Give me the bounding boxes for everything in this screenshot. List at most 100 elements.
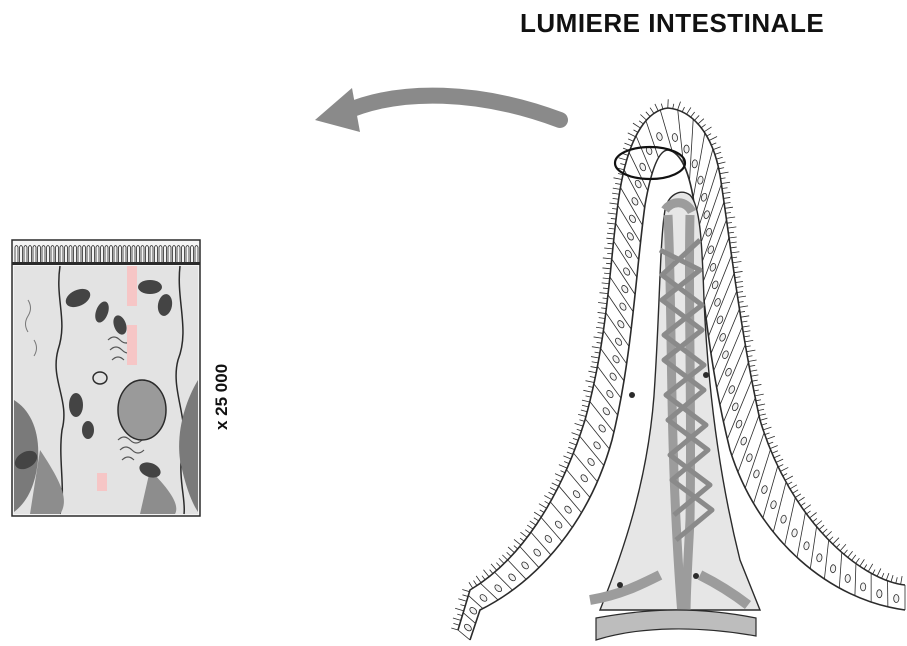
microvillus [604,273,610,274]
microvillus [544,496,551,500]
cell-nucleus [563,505,572,514]
microvillus [852,555,856,561]
microvillus [582,405,589,407]
microvillus [640,114,646,120]
microvillus [682,107,684,112]
microvillus [609,203,617,204]
cell-boundary [690,119,694,181]
microvillus [613,198,619,199]
cell-nucleus [463,623,472,632]
cell-boundary [660,110,672,151]
cell-nucleus [634,179,642,188]
microvillus [607,243,613,244]
microvillus [733,267,738,268]
microvillus [698,119,704,124]
microvillus [756,400,761,401]
microvillus [687,107,691,114]
microvillus [588,386,593,387]
microvillus [633,123,641,128]
cell-nucleus [656,132,663,141]
microvillus [727,222,732,223]
cell-nucleus [494,584,503,593]
cell-nucleus [469,606,478,615]
cell-nucleus [709,263,717,272]
microvillus [754,390,759,391]
microvillus [499,558,504,563]
microvillus [755,394,764,396]
cell-nucleus [684,145,689,153]
microvillus [455,608,464,611]
microvillus [595,352,600,353]
zoom-arrow [315,88,560,132]
microvillus [765,433,770,435]
microvillus [582,400,590,402]
microvillus [868,564,872,572]
microvillus [742,326,749,327]
microvillus [704,127,711,132]
cell-nucleus [714,298,722,307]
microvillus [733,262,742,263]
microvillus [611,218,616,219]
microvillus [620,164,625,165]
microvillus [639,121,643,124]
microvillus [552,483,559,486]
microvillus [507,552,511,556]
microvillus [578,414,586,416]
microvillus [886,573,889,580]
cell-nucleus [803,541,809,550]
microvillus [577,429,582,431]
microvillus [819,525,824,529]
microvillus [790,485,797,489]
microvillus [780,467,788,471]
microvillus [581,410,587,412]
cell-nucleus [672,133,679,142]
microvillus [740,311,745,312]
microvillus [728,232,734,233]
microvillus [701,124,705,127]
microvillus [563,456,571,459]
cell-nucleus [791,528,798,537]
microvillus [514,546,518,549]
cell-nucleus [711,280,719,289]
microvillus [711,143,716,145]
microvillus [732,257,737,258]
cell-nucleus [860,583,865,591]
microvillus [612,193,619,194]
cell-nucleus [507,573,516,582]
microvillus [606,238,613,239]
cell-nucleus [753,469,760,478]
microvillus [592,362,598,363]
microvillus [508,547,514,553]
microvillus [603,288,609,289]
microvillus [613,188,620,189]
microvillus [491,564,497,570]
microvillus [458,599,466,601]
microvillus [474,580,477,585]
microvillus [579,420,584,422]
cell-nucleus [816,553,822,562]
cell-nucleus [721,350,729,359]
microvillus [716,157,722,159]
microvillus [723,192,731,193]
cell-nucleus [612,354,621,364]
microvillus [634,130,638,133]
microvillus [469,582,473,588]
microvillus [750,370,757,371]
cell-nucleus [639,162,647,171]
microvillus [550,488,556,491]
microvillus [691,112,695,117]
cell-nucleus [624,249,633,259]
microvillus [609,228,615,229]
highlight-marker-middle [127,325,137,365]
microvillus [759,414,766,416]
microvillus [722,188,727,189]
microvillus [783,474,787,476]
microvillus [901,576,902,584]
microvillus [758,409,764,410]
microvillus [592,347,601,348]
microvillus [567,452,573,454]
microvillus [807,511,811,514]
microvillus [774,455,780,458]
microvillus [575,423,583,426]
microvillus [453,623,459,625]
